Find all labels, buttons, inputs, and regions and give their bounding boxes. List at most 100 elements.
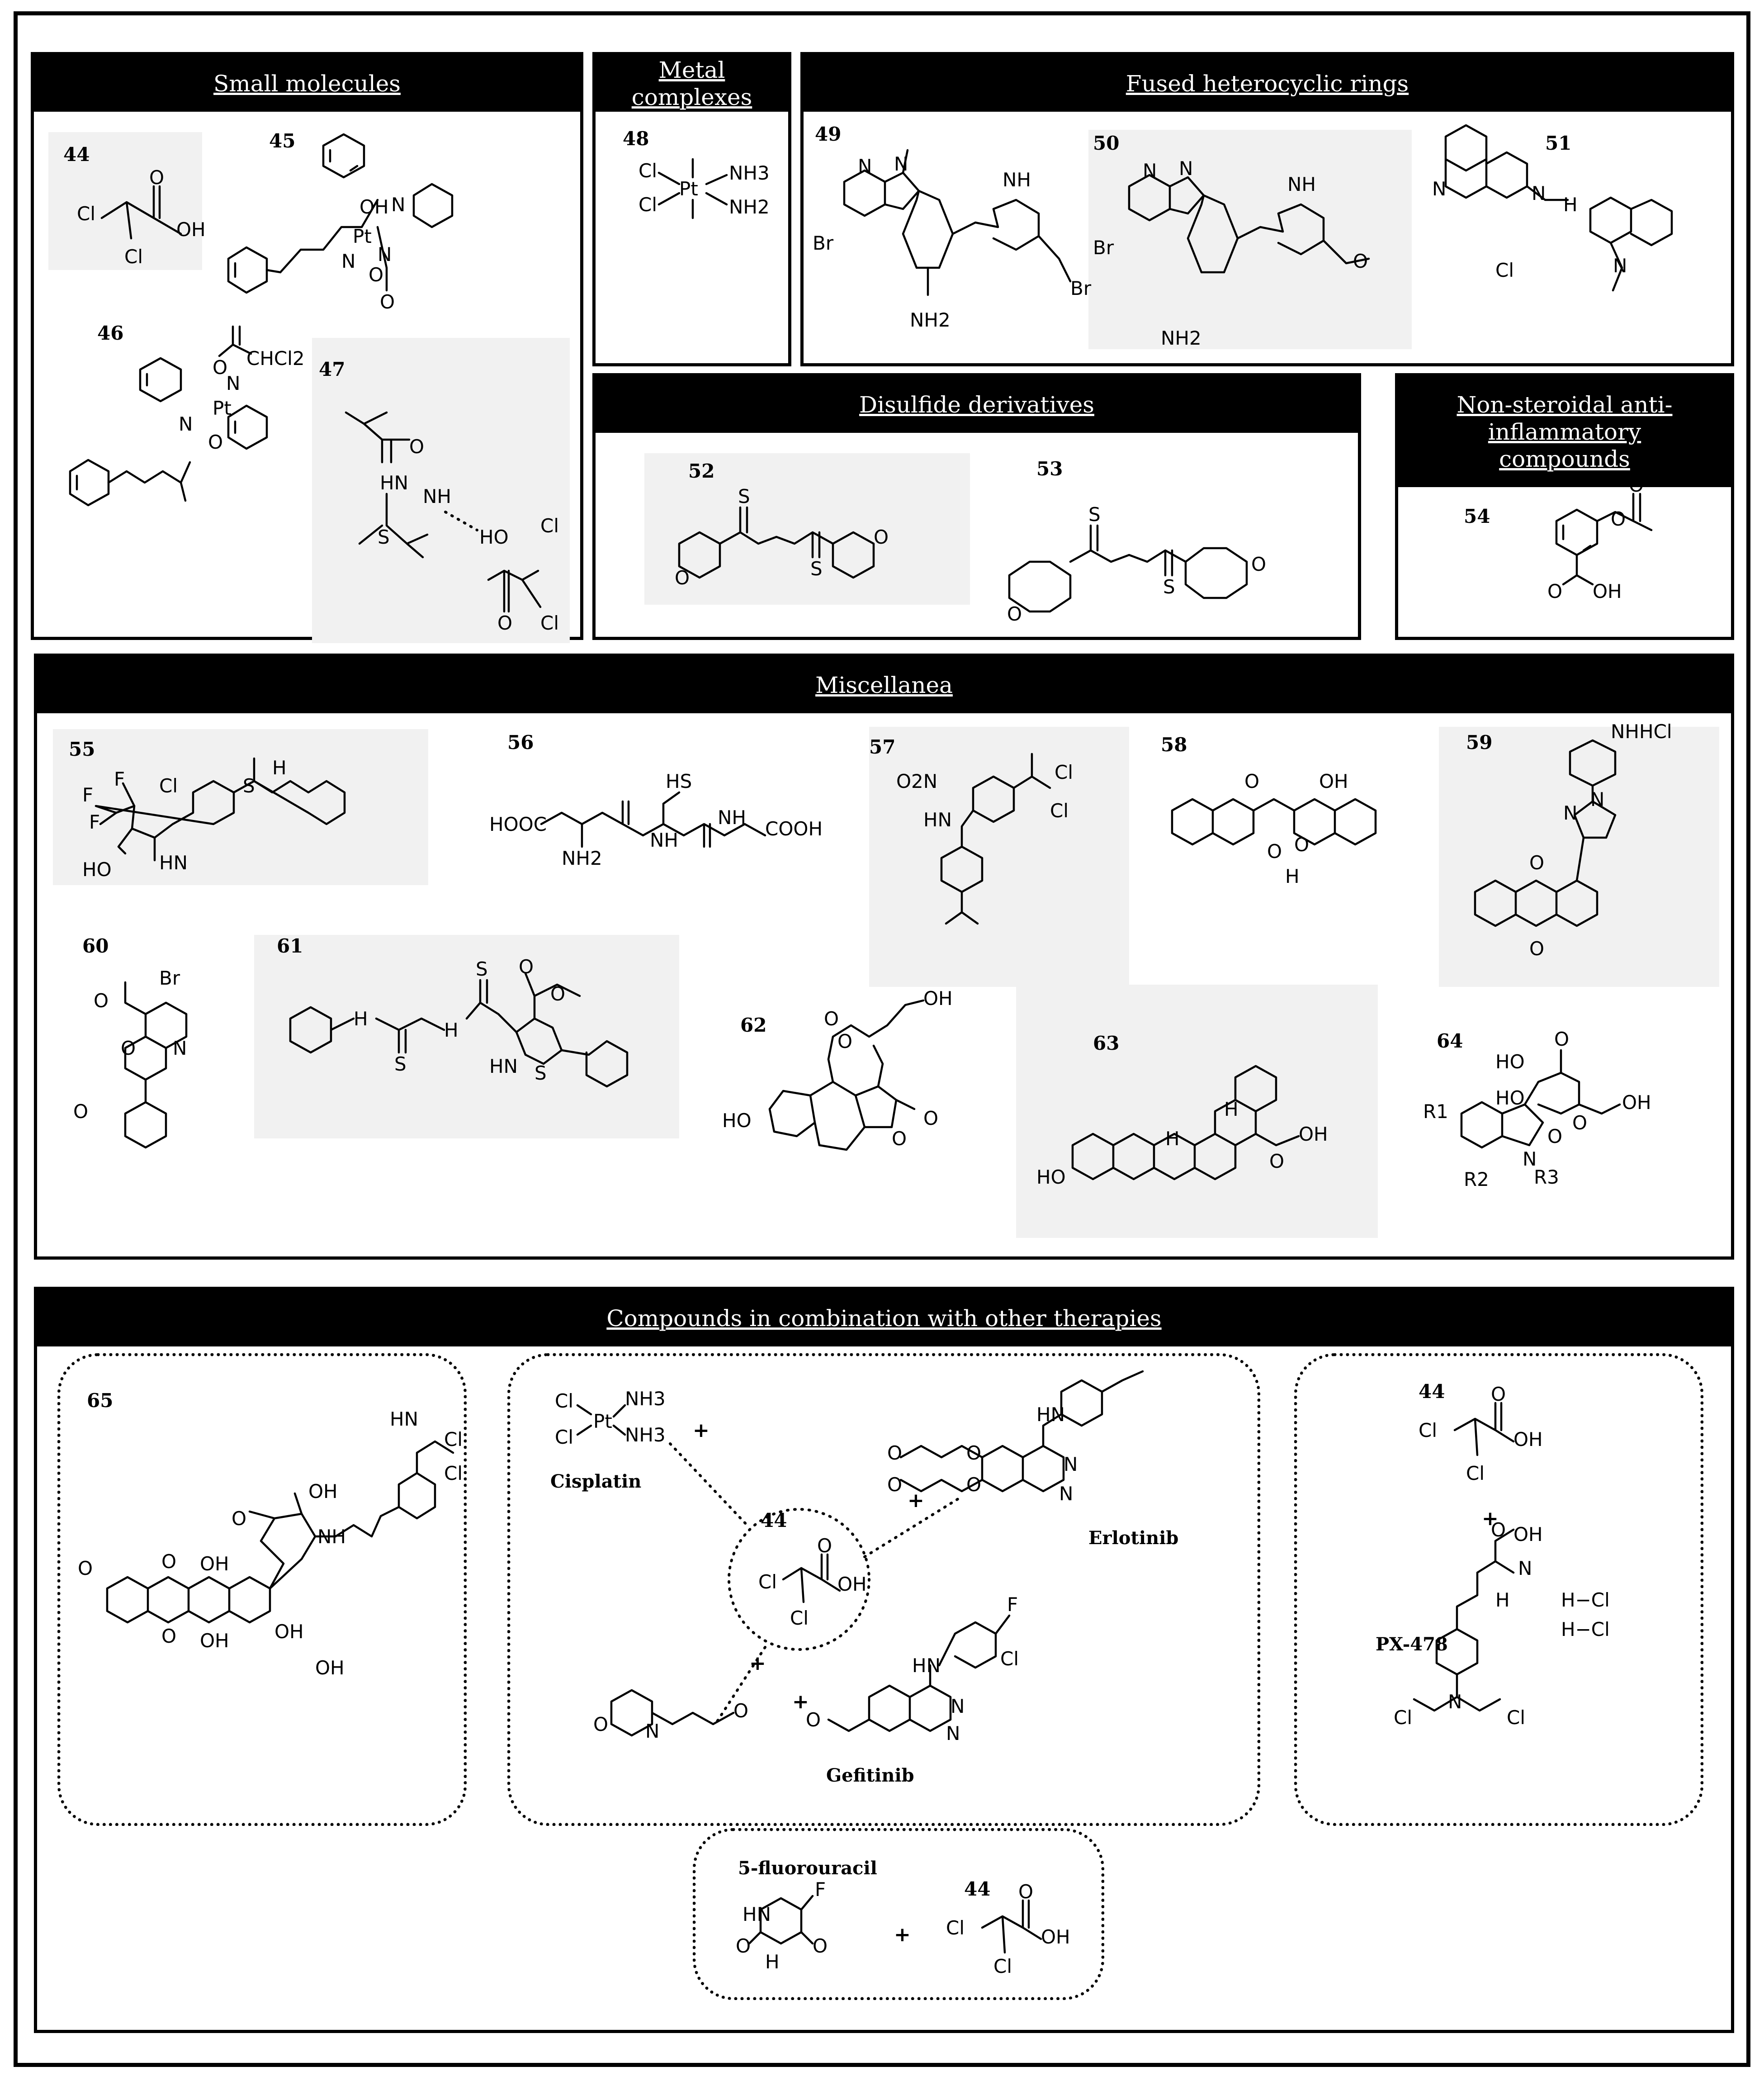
pt-atom: Pt (213, 397, 232, 419)
oh-group: OH (837, 1573, 867, 1595)
o-atom: O (1267, 840, 1282, 863)
dotted-link (669, 1442, 748, 1526)
compound-52-panel (644, 453, 970, 605)
o-atom: O (73, 1100, 88, 1123)
o-atom: O (1629, 474, 1644, 496)
o-atom: O (149, 166, 164, 189)
cl-atom: Cl (1419, 1419, 1437, 1441)
disulfide-header: Disulfide derivatives (596, 376, 1358, 433)
h-atom: H (765, 1951, 780, 1973)
combination-section: Compounds in combination with other ther… (34, 1287, 1734, 2033)
br-atom: Br (1070, 277, 1092, 299)
n-atom: N (1523, 1148, 1537, 1170)
compound-60-label: 60 (82, 935, 109, 957)
o-atom: O (1269, 1150, 1284, 1172)
structure-47: HN NH O S HO Cl Cl O (345, 411, 559, 634)
o-atom: O (1007, 603, 1022, 625)
br-atom: Br (813, 232, 834, 254)
o-atom: O (1611, 508, 1626, 530)
structure-59: NHHCl O O N N (1474, 720, 1672, 960)
o-atom: O (1529, 852, 1544, 874)
ho-group: HO (479, 526, 509, 548)
cl-atom: Cl (124, 246, 143, 268)
compound-61-panel (254, 935, 679, 1138)
n-atom: N (1563, 802, 1577, 824)
n-atom: N (1064, 1453, 1078, 1475)
oh-group: OH (308, 1480, 338, 1502)
cl-atom: Cl (1050, 800, 1069, 822)
o-atom: O (1547, 580, 1562, 602)
plus-sign: + (1482, 1507, 1499, 1530)
o-atom: O (121, 1037, 136, 1059)
n-atom: N (894, 153, 908, 175)
nh-group: NH (650, 829, 678, 851)
compound-44-circle (728, 1508, 870, 1651)
plus-sign: + (908, 1489, 924, 1512)
hooc-group: HOOC (489, 813, 547, 835)
br-atom: Br (159, 967, 180, 989)
compound-58-label: 58 (1161, 734, 1187, 756)
figure-frame (14, 11, 1750, 2067)
compound-48-label: 48 (623, 128, 649, 150)
structure-58: O OH O H O (1171, 770, 1377, 887)
cl-atom: Cl (946, 1917, 965, 1939)
o-atom: O (208, 431, 223, 453)
ho-group: HO (82, 858, 112, 881)
o-atom: O (1529, 938, 1544, 960)
hs-group: HS (666, 770, 692, 792)
cl-atom: Cl (758, 1571, 777, 1593)
o-atom: O (887, 1474, 902, 1496)
compound-63-label: 63 (1093, 1032, 1120, 1054)
miscellanea-section: Miscellanea 55 56 57 58 59 60 61 62 63 6… (34, 654, 1734, 1260)
n-atom: N (951, 1695, 965, 1717)
br-atom: Br (1093, 237, 1114, 259)
o-atom: O (1491, 1383, 1506, 1405)
n-atom: N (341, 250, 355, 272)
compound-62-label: 62 (740, 1014, 767, 1036)
n-atom: N (1532, 182, 1546, 204)
n-atom: N (1448, 1691, 1462, 1713)
cisplatin-erlotinib-gefitinib-box (507, 1353, 1260, 1826)
s-atom: S (378, 526, 390, 548)
o-atom: O (369, 264, 383, 286)
o-atom: O (837, 1030, 852, 1052)
oh-group: OH (359, 196, 389, 218)
o-atom: O (1018, 1881, 1033, 1903)
pt-atom: Pt (679, 178, 698, 200)
n-atom: N (179, 413, 193, 435)
r1-group: R1 (1423, 1100, 1448, 1123)
o-atom: O (380, 291, 395, 313)
ho-group: HO (1036, 1166, 1066, 1188)
cl-atom: Cl (1507, 1706, 1525, 1729)
oh-group: OH (200, 1630, 229, 1652)
n-atom: N (1590, 788, 1604, 810)
hn-group: HN (923, 809, 952, 831)
hn-group: HN (742, 1903, 771, 1925)
oh-group: OH (315, 1657, 345, 1679)
ho-group: HO (722, 1109, 752, 1132)
structure-49: Br Br N N NH NH2 (813, 149, 1092, 331)
o-atom: O (94, 990, 109, 1012)
o-atom: O (1244, 770, 1259, 792)
small-molecules-structures: Cl Cl O OH Pt OH N N N O O Pt (69, 133, 559, 634)
o-atom: O (409, 436, 424, 458)
structure-54: O O O OH (1547, 474, 1653, 602)
compound-46-label: 46 (97, 322, 124, 344)
fused-heterocyclic-section: Fused heterocyclic rings 49 50 51 Br Br … (800, 52, 1734, 366)
compound-44-panel (48, 132, 202, 270)
erlotinib-label: Erlotinib (1088, 1527, 1179, 1549)
cl-atom: Cl (555, 1426, 573, 1448)
o-atom: O (161, 1550, 176, 1573)
small-molecules-header: Small molecules (34, 55, 580, 112)
n-atom: N (1518, 1557, 1532, 1579)
structure-50: Br N N NH NH2 O (1093, 157, 1370, 349)
compound-53-label: 53 (1036, 458, 1063, 480)
compound-61-label: 61 (277, 935, 303, 957)
nh-group: NH (317, 1526, 346, 1548)
hn-group: HN (1036, 1403, 1065, 1426)
f-atom: F (1007, 1593, 1018, 1616)
n-atom: N (1059, 1483, 1073, 1505)
h-atom: H (1165, 1128, 1180, 1150)
cl-atom: Cl (638, 160, 657, 182)
dotted-link (714, 1646, 766, 1725)
